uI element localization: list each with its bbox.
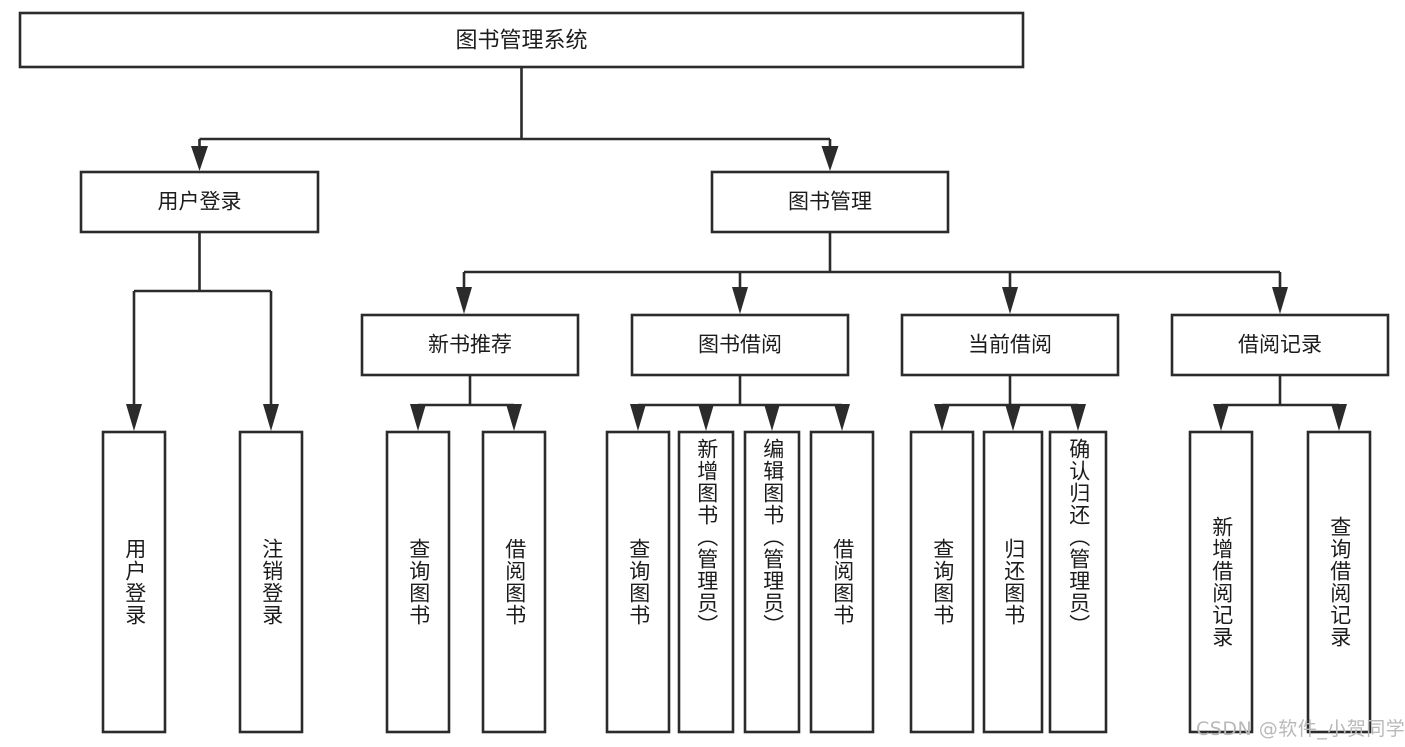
node-root-system[interactable]: 图书管理系统 [18, 11, 1025, 69]
node-user-login[interactable]: 用户登录 [79, 170, 320, 234]
current-borrow-label: 当前借阅 [968, 333, 1052, 357]
arrow-to-current-borrow [1002, 287, 1018, 314]
current-borrow-box[interactable] [900, 313, 1120, 377]
arrow-to-leaf-query-book-a [410, 404, 426, 431]
leaf-box-logout[interactable] [238, 430, 304, 734]
leaf-box-borrow-book-a[interactable] [481, 430, 547, 734]
user-login-box[interactable] [79, 170, 320, 234]
leaf-box-confirm-return-admin[interactable] [1048, 430, 1108, 734]
root-box[interactable] [18, 11, 1025, 69]
node-borrow-record[interactable]: 借阅记录 [1170, 313, 1390, 377]
arrow-to-leaf-edit-book [764, 404, 780, 431]
arrow-to-user-login [191, 146, 208, 171]
book-management-box[interactable] [710, 170, 950, 234]
arrow-to-book-mgmt [821, 146, 839, 171]
leaf-box-query-borrow-record[interactable] [1306, 430, 1372, 734]
leaf-box-borrow-book-b[interactable] [809, 430, 875, 734]
book-borrow-box[interactable] [630, 313, 850, 377]
node-book-management[interactable]: 图书管理 [710, 170, 950, 234]
node-new-book-recommend[interactable]: 新书推荐 [360, 313, 580, 377]
arrow-to-book-borrow [732, 287, 748, 314]
new-book-recommend-box[interactable] [360, 313, 580, 377]
arrow-to-leaf-query-book-c [934, 404, 950, 431]
arrow-to-leaf-add-record [1213, 404, 1229, 431]
arrow-to-leaf-user-login [126, 404, 142, 431]
arrow-to-leaf-logout [263, 404, 279, 431]
leaf-box-add-borrow-record[interactable] [1188, 430, 1254, 734]
arrow-to-leaf-query-book-b [630, 404, 646, 431]
arrow-to-leaf-confirm-return [1070, 404, 1086, 431]
leaf-box-edit-book-admin[interactable] [743, 430, 801, 734]
borrow-record-label: 借阅记录 [1238, 333, 1322, 357]
arrow-to-new-book-rec [456, 287, 472, 314]
leaf-box-layer [101, 430, 1372, 734]
arrow-to-borrow-record [1272, 287, 1288, 314]
arrow-to-leaf-borrow-book-a [506, 404, 522, 431]
arrow-to-leaf-add-book [698, 404, 714, 431]
csdn-watermark: CSDN @软件_小贺同学 [1196, 718, 1405, 740]
arrow-to-leaf-borrow-book-b [834, 404, 850, 431]
root-label: 图书管理系统 [455, 29, 587, 54]
arrow-to-leaf-query-record [1331, 404, 1347, 431]
user-login-label: 用户登录 [158, 190, 242, 214]
node-book-borrow[interactable]: 图书借阅 [630, 313, 850, 377]
node-current-borrow[interactable]: 当前借阅 [900, 313, 1120, 377]
new-book-recommend-label: 新书推荐 [428, 333, 512, 357]
book-management-label: 图书管理 [788, 190, 872, 214]
leaf-box-return-book[interactable] [982, 430, 1044, 734]
leaf-box-query-book-c[interactable] [909, 430, 975, 734]
book-borrow-label: 图书借阅 [698, 333, 782, 357]
connector-layer [126, 67, 1347, 431]
borrow-record-box[interactable] [1170, 313, 1390, 377]
arrow-to-leaf-return-book [1005, 404, 1021, 431]
leaf-box-add-book-admin[interactable] [677, 430, 735, 734]
leaf-box-query-book-a[interactable] [385, 430, 451, 734]
leaf-box-user-login[interactable] [101, 430, 167, 734]
leaf-box-query-book-b[interactable] [605, 430, 671, 734]
